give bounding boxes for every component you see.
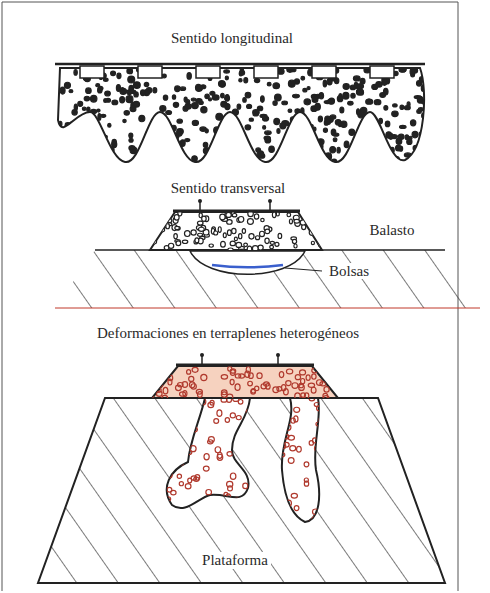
transversal-section: [55, 199, 480, 308]
leader-line: [285, 268, 322, 271]
part-label: Balasto: [370, 222, 415, 239]
frame-line: [2, 2, 458, 3]
section-heading: Sentido transversal: [171, 180, 286, 197]
embankment-section: [38, 353, 445, 583]
frame-line: [2, 2, 3, 591]
section-heading: Deformaciones en terraplenes heterogéneo…: [97, 325, 359, 342]
longitudinal-section: [53, 64, 432, 170]
section-heading: Sentido longitudinal: [171, 30, 293, 47]
part-label: Plataforma: [199, 552, 271, 569]
part-label: Bolsas: [326, 263, 372, 280]
